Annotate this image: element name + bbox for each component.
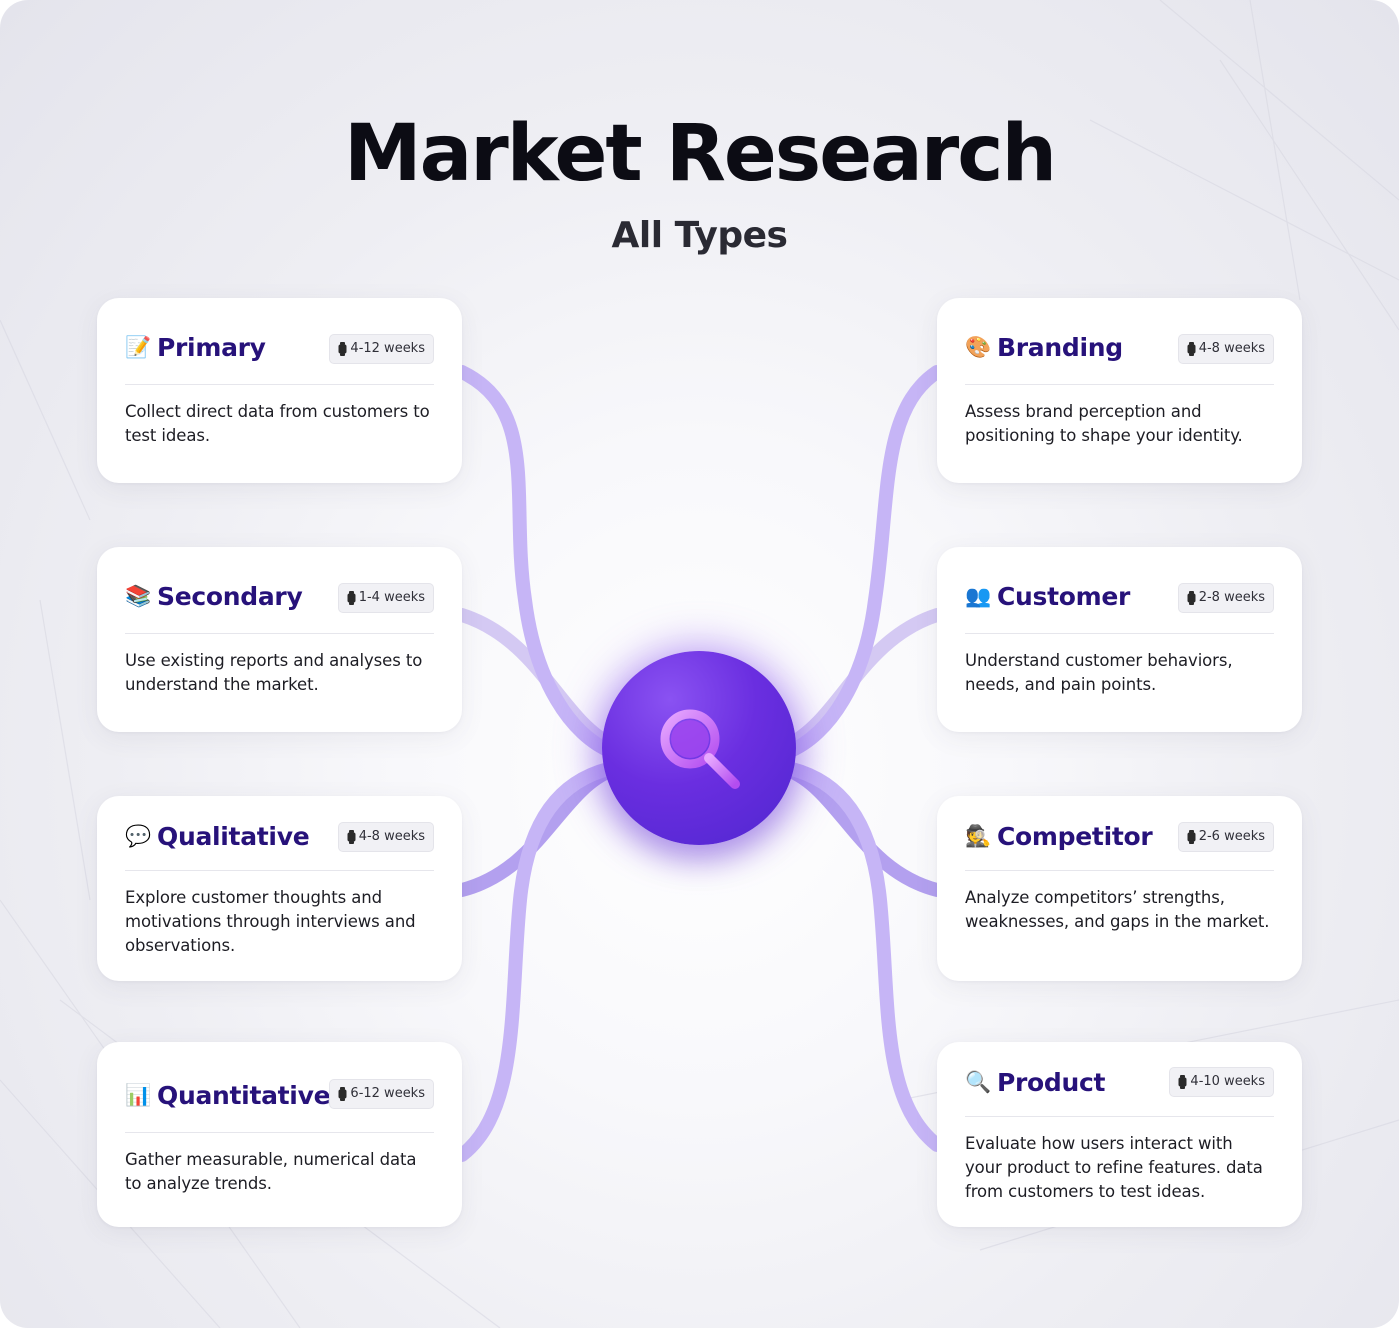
watch-icon xyxy=(1187,342,1196,356)
card-title: Competitor xyxy=(997,822,1153,851)
duration-badge: 1-4 weeks xyxy=(337,583,434,613)
card-header: 💬 Qualitative 4-8 weeks xyxy=(125,796,434,871)
duration-badge: 4-12 weeks xyxy=(329,334,434,364)
watch-icon xyxy=(1178,1075,1187,1089)
card-customer[interactable]: 👥 Customer 2-8 weeks Understand customer… xyxy=(937,547,1302,732)
connector-product xyxy=(781,761,944,1152)
duration-badge: 4-8 weeks xyxy=(1177,334,1274,364)
card-primary[interactable]: 📝 Primary 4-12 weeks Collect direct data… xyxy=(97,298,462,483)
duration-text: 4-10 weeks xyxy=(1190,1074,1265,1089)
memo-icon: 📝 xyxy=(125,335,152,359)
card-header: 📝 Primary 4-12 weeks xyxy=(125,298,434,385)
card-header: 👥 Customer 2-8 weeks xyxy=(965,547,1274,634)
card-product[interactable]: 🔍 Product 4-10 weeks Evaluate how users … xyxy=(937,1042,1302,1227)
card-description: Evaluate how users interact with your pr… xyxy=(965,1134,1263,1201)
card-header: 📊 Quantitative 6-12 weeks xyxy=(125,1042,434,1133)
card-description: Analyze competitors’ strengths, weakness… xyxy=(965,888,1270,931)
card-description: Collect direct data from customers to te… xyxy=(125,402,430,445)
duration-text: 2-8 weeks xyxy=(1198,590,1265,605)
page-title: Market Research xyxy=(344,109,1057,199)
card-qualitative[interactable]: 💬 Qualitative 4-8 weeks Explore customer… xyxy=(97,796,462,981)
watch-icon xyxy=(338,342,347,356)
card-header: 📚 Secondary 1-4 weeks xyxy=(125,547,434,634)
card-header: 🕵 Competitor 2-6 weeks xyxy=(965,796,1274,871)
card-title: Secondary xyxy=(157,582,303,611)
magnifying-glass-icon xyxy=(660,709,740,789)
card-title: Qualitative xyxy=(157,822,310,851)
connector-branding xyxy=(781,365,944,759)
card-competitor[interactable]: 🕵 Competitor 2-6 weeks Analyze competito… xyxy=(937,796,1302,981)
card-description: Understand customer behaviors, needs, an… xyxy=(965,651,1233,694)
watch-icon xyxy=(347,591,356,605)
speech-bubble-icon: 💬 xyxy=(125,824,152,848)
card-quantitative[interactable]: 📊 Quantitative 6-12 weeks Gather measura… xyxy=(97,1042,462,1227)
card-description: Explore customer thoughts and motivation… xyxy=(125,888,416,955)
duration-badge: 2-6 weeks xyxy=(1177,822,1274,852)
card-title: Customer xyxy=(997,582,1131,611)
card-description: Use existing reports and analyses to und… xyxy=(125,651,423,694)
palette-icon: 🎨 xyxy=(965,335,992,359)
watch-icon xyxy=(347,830,356,844)
page-subtitle: All Types xyxy=(611,215,788,256)
card-description: Gather measurable, numerical data to ana… xyxy=(125,1150,417,1193)
card-title: Primary xyxy=(157,333,266,362)
connector-quantitative xyxy=(455,761,619,1162)
duration-badge: 6-12 weeks xyxy=(329,1079,434,1109)
duration-text: 2-6 weeks xyxy=(1198,829,1265,844)
card-title: Branding xyxy=(997,333,1123,362)
duration-badge: 2-8 weeks xyxy=(1177,583,1274,613)
duration-text: 1-4 weeks xyxy=(358,590,425,605)
watch-icon xyxy=(1187,591,1196,605)
duration-text: 4-12 weeks xyxy=(350,341,425,356)
duration-text: 4-8 weeks xyxy=(358,829,425,844)
central-hub xyxy=(602,651,796,845)
duration-badge: 4-8 weeks xyxy=(337,822,434,852)
watch-icon xyxy=(1187,830,1196,844)
magnifying-glass-icon: 🔍 xyxy=(965,1070,992,1094)
card-description: Assess brand perception and positioning … xyxy=(965,402,1243,445)
people-icon: 👥 xyxy=(965,584,992,608)
card-header: 🎨 Branding 4-8 weeks xyxy=(965,298,1274,385)
card-branding[interactable]: 🎨 Branding 4-8 weeks Assess brand percep… xyxy=(937,298,1302,483)
duration-text: 6-12 weeks xyxy=(350,1086,425,1101)
duration-badge: 4-10 weeks xyxy=(1169,1067,1274,1097)
card-title: Product xyxy=(997,1068,1106,1097)
card-title: Quantitative xyxy=(157,1081,331,1110)
duration-text: 4-8 weeks xyxy=(1198,341,1265,356)
card-header: 🔍 Product 4-10 weeks xyxy=(965,1042,1274,1117)
card-secondary[interactable]: 📚 Secondary 1-4 weeks Use existing repor… xyxy=(97,547,462,732)
books-icon: 📚 xyxy=(125,584,152,608)
connector-primary xyxy=(455,365,619,759)
bar-chart-icon: 📊 xyxy=(125,1083,152,1107)
detective-icon: 🕵 xyxy=(965,824,992,848)
watch-icon xyxy=(338,1087,347,1101)
